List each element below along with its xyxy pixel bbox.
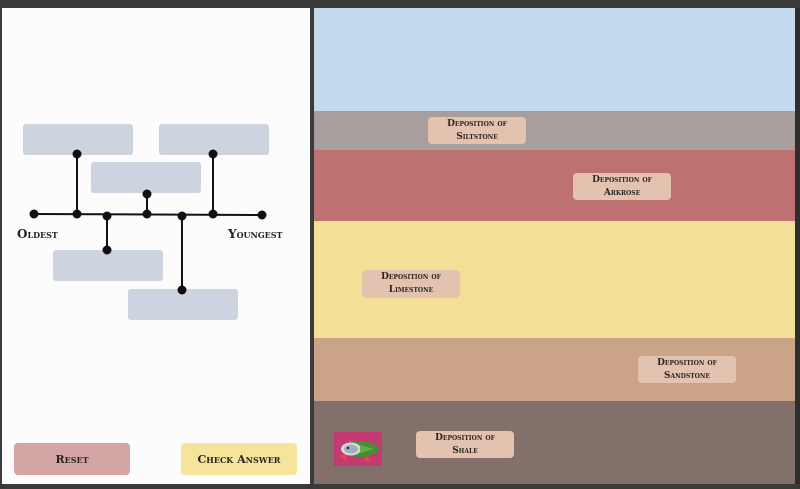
card-limestone-line2: Limestone (388, 285, 434, 295)
sky-layer (314, 8, 795, 111)
timeline-end-dot (257, 210, 267, 220)
fish-fossil-icon (334, 432, 382, 466)
card-sandstone-line1: Deposition of (657, 357, 717, 368)
oldest-label: Oldest (17, 227, 58, 241)
card-siltstone-line2: Siltstone (456, 131, 498, 142)
reset-button[interactable]: Reset (14, 443, 130, 475)
card-arkrose-line1: Deposition of (592, 174, 652, 185)
check-answer-button[interactable]: Check Answer (181, 443, 297, 475)
card-arkrose-line2: Arkrose (603, 187, 641, 198)
timeline-slot-4[interactable] (53, 250, 163, 281)
card-shale-line2: Shale (452, 445, 478, 456)
card-sandstone-line2: Sandstone (664, 370, 710, 381)
timeline-panel: Oldest Youngest Reset Check Answer (2, 8, 310, 484)
card-siltstone-line1: Deposition of (447, 118, 507, 129)
scrollbar[interactable] (795, 8, 800, 484)
card-sandstone[interactable]: Deposition of Sandstone (638, 356, 736, 383)
card-limestone[interactable]: Deposition of Limestone (362, 270, 460, 298)
youngest-label: Youngest (228, 227, 283, 241)
timeline-slot-3[interactable] (91, 162, 201, 193)
arkrose-layer (314, 150, 795, 221)
shale-layer (314, 401, 795, 484)
rock-layers-panel: Deposition of Siltstone Deposition of Ar… (314, 8, 795, 484)
card-siltstone[interactable]: Deposition of Siltstone (428, 117, 526, 144)
card-limestone-line1: Deposition of (381, 272, 441, 282)
timeline-start-dot (29, 209, 39, 219)
siltstone-layer (314, 111, 795, 150)
card-arkrose[interactable]: Deposition of Arkrose (573, 173, 671, 200)
card-shale[interactable]: Deposition of Shale (416, 431, 514, 458)
timeline-diagram (29, 149, 267, 295)
card-shale-line1: Deposition of (435, 432, 495, 443)
